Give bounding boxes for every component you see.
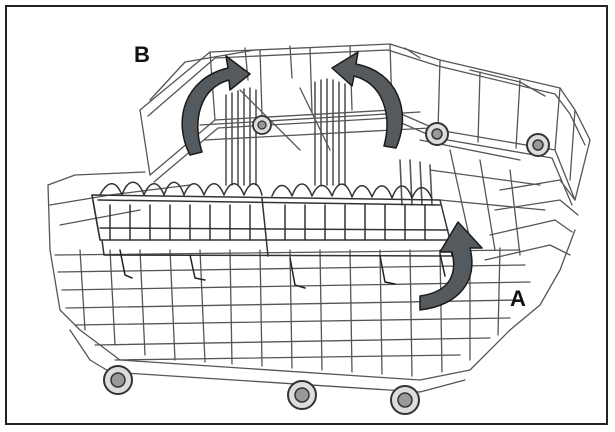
shelf-clips xyxy=(119,249,446,289)
roller-wheel-icon xyxy=(390,385,420,415)
basket-front-tines xyxy=(79,247,501,377)
upper-slide-rails xyxy=(244,45,421,81)
folding-cup-shelf xyxy=(91,181,453,257)
label-b: B xyxy=(134,42,150,67)
curved-up-arrow-icon xyxy=(419,221,483,311)
basket-mid-rails xyxy=(47,109,579,261)
plate-rack-tines xyxy=(225,78,433,206)
basket-rollers xyxy=(103,115,550,415)
basket-front-lower-frame xyxy=(47,184,576,393)
roller-wheel-icon xyxy=(425,122,449,146)
curved-arrow-left-icon xyxy=(181,55,251,156)
roller-wheel-icon xyxy=(103,365,133,395)
curved-arrow-right-icon xyxy=(331,51,404,149)
roller-wheel-icon xyxy=(526,133,550,157)
figure-frame xyxy=(5,5,608,425)
label-a: A xyxy=(510,286,526,311)
roller-wheel-icon xyxy=(252,115,272,135)
roller-wheel-icon xyxy=(287,380,317,410)
